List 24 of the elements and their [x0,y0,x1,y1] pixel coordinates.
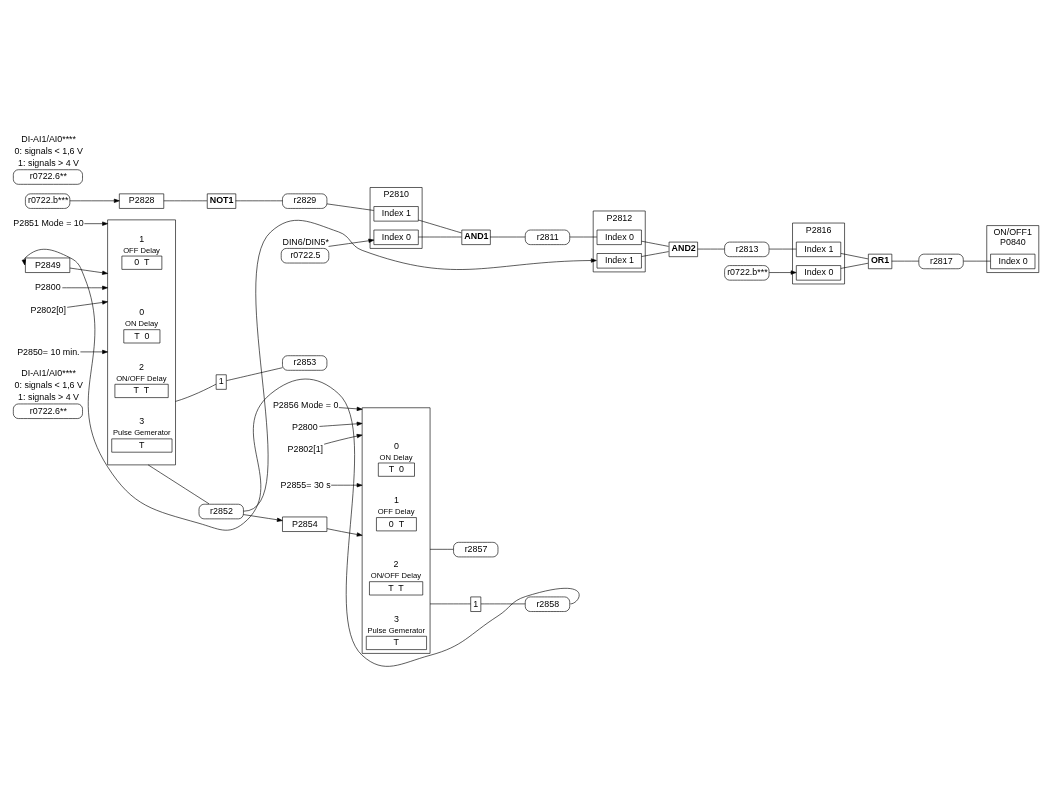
node-text: P2851 Mode = 10 [13,217,84,228]
node-label: DI-AI1/AI0**** [21,367,77,378]
node-text: P2850= 10 min. [17,346,80,357]
node-text: P2800 [34,281,61,292]
node-label: 1 [393,494,399,505]
node-label: 0 [139,306,145,317]
node-label: DI-AI1/AI0**** [21,133,77,144]
node-text: P2802[0] [30,304,67,315]
node-label: 1 [139,233,145,244]
node-label: 1: signals > 4 V [18,157,80,168]
node-label: ON/OFF1 [993,226,1032,237]
node-label: DIN6/DIN5* [282,236,329,247]
node-text: P2800 [292,421,318,432]
node-label: 3 [393,613,399,624]
node-label: 0 [393,440,399,451]
node-label: 2 [139,361,144,372]
node-label: 0: signals < 1,6 V [14,379,83,390]
node-text: P2855= 30 s [280,479,331,490]
node-text: P2802[1] [287,443,324,454]
node-label: 2 [393,558,399,569]
node-text: P2856 Mode = 0 [272,399,339,410]
node-label: 1: signals > 4 V [18,391,80,402]
node-label: 0: signals < 1,6 V [14,145,83,156]
node-label: 3 [139,415,145,426]
